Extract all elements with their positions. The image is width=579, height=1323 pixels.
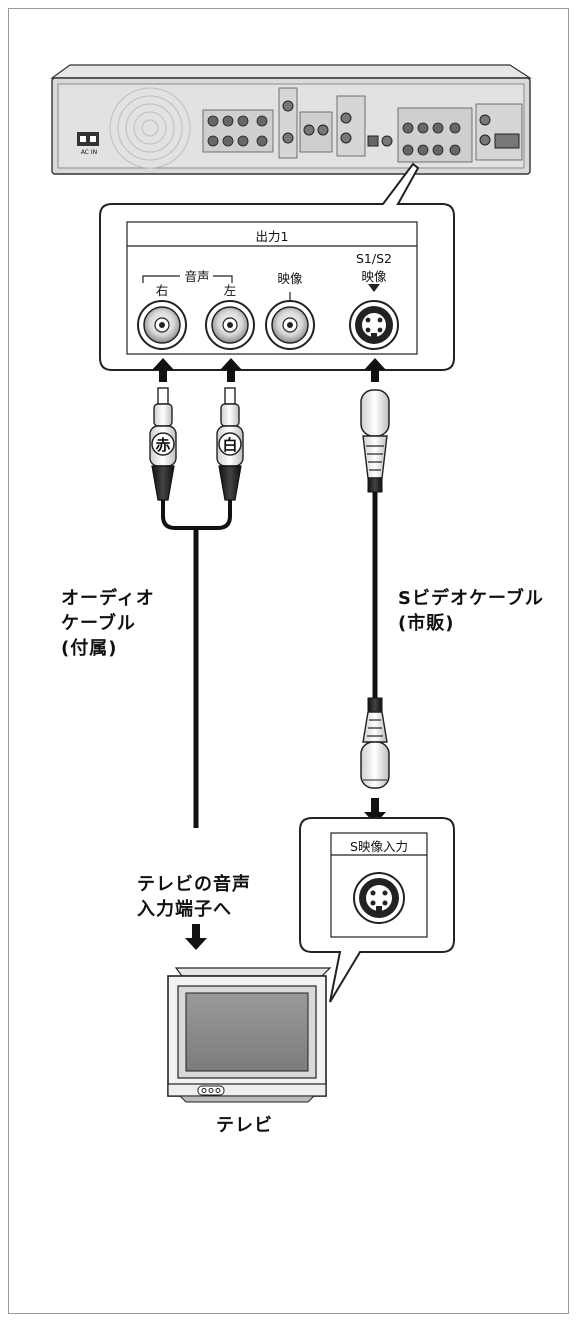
output-panel-title: 出力1 (255, 229, 289, 244)
arrow-down-tv (185, 924, 207, 950)
fan-grill (109, 87, 191, 169)
tv-s-video-input-title: S映像入力 (350, 839, 408, 854)
ac-in-socket (77, 132, 99, 146)
video-jack (265, 300, 315, 350)
audio-cable (149, 387, 244, 828)
recorder-rear-panel (50, 64, 533, 175)
s-video-label-line2: 映像 (361, 269, 387, 284)
audio-left-label: 左 (223, 283, 237, 298)
video-label: 映像 (277, 271, 303, 286)
audio-cable-label-line1: オーディオ (61, 588, 155, 609)
page-frame (8, 8, 569, 1314)
white-plug-label: 白 (222, 436, 238, 454)
s-video-jack (349, 300, 399, 350)
audio-group-label: 音声 (184, 269, 210, 284)
tv-audio-label-line1: テレビの音声 (137, 874, 251, 895)
svideo-cable-label-line1: Sビデオケーブル (398, 588, 544, 609)
s-video-cable (360, 389, 390, 789)
audio-right-label: 右 (155, 283, 169, 298)
output-callout (99, 162, 455, 371)
red-plug-label: 赤 (155, 436, 171, 454)
audio-cable-label-line2: ケーブル (61, 613, 136, 634)
audio-cable-label-line3: (付属) (61, 638, 118, 659)
tv-label: テレビ (216, 1115, 273, 1136)
audio-right-jack (137, 300, 187, 350)
s-video-label-line1: S1/S2 (356, 251, 392, 266)
svideo-cable-label-line2: (市販) (398, 613, 455, 634)
tv-s-video-jack (353, 872, 405, 924)
ac-in-label: AC IN (80, 149, 98, 156)
red-plug (149, 387, 177, 501)
tv-audio-label-line2: 入力端子へ (137, 899, 232, 920)
white-plug (216, 387, 244, 501)
audio-left-jack (205, 300, 255, 350)
tv-set (167, 967, 332, 1103)
tv-s-video-callout (299, 817, 455, 1003)
arrows-up (152, 358, 386, 382)
